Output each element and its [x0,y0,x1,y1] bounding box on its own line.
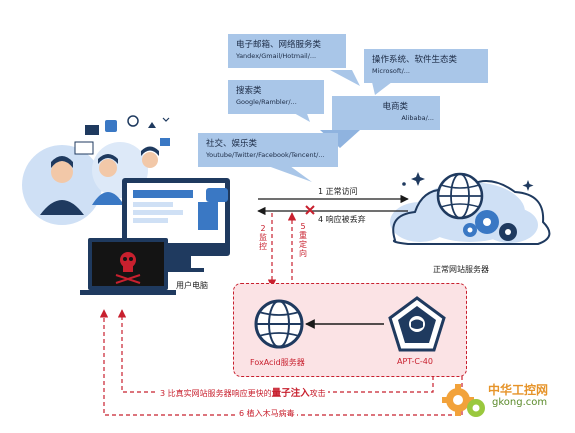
drop-cross [305,205,315,215]
bubble-ecommerce: 电商类 Alibaba/... [332,96,440,130]
bubble-os-title: 操作系统、软件生态类 [372,55,458,65]
label-step3: 3 比真实网站服务器响应更快的量子注入攻击 [158,385,328,399]
bubble-search-title: 搜索类 [236,86,262,96]
label-step4: 4 响应被丢弃 [318,215,366,224]
bubble-ecommerce-sub: Alibaba/... [401,114,434,122]
watermark-cn: 中华工控网 [488,383,549,397]
bubble-social-title: 社交、娱乐类 [206,139,258,149]
bubble-social: 社交、娱乐类 Youtube/Twitter/Facebook/Tencent/… [198,133,338,167]
bubble-social-sub: Youtube/Twitter/Facebook/Tencent/... [206,151,325,159]
bubble-search: 搜索类 Google/Rambler/... [228,80,324,114]
bubble-email-title: 电子邮箱、网络服务类 [236,40,322,50]
label-foxacid: FoxAcid服务器 [250,358,305,367]
label-normal-server: 正常网站服务器 [433,265,489,274]
label-step5: 5 重定向 [299,222,307,258]
bubble-ecommerce-title: 电商类 [382,102,408,112]
label-step6: 6 植入木马病毒 [237,408,297,419]
gear-icon [442,384,485,417]
label-step3-pre: 3 比真实网站服务器响应更快的 [160,389,272,398]
bubble-os-software: 操作系统、软件生态类 Microsoft/... [364,49,488,83]
bubble-email-sub: Yandex/Gmail/Hotmail/... [236,52,317,60]
label-step3-post: 攻击 [309,389,326,398]
bubble-email-services: 电子邮箱、网络服务类 Yandex/Gmail/Hotmail/... [228,34,346,68]
watermark-logo [442,384,485,417]
bubble-tail-os [372,82,392,95]
label-step1: 1 正常访问 [318,187,358,196]
label-apt: APT-C-40 [397,357,433,366]
bubble-search-sub: Google/Rambler/... [236,98,297,106]
label-step2: 2 监控 [259,224,267,251]
user-illustration [22,115,170,225]
bubble-tail-social [268,166,312,182]
watermark-url: gkong.com [492,397,548,408]
bubble-os-sub: Microsoft/... [372,67,410,75]
bubble-tail-email [330,70,360,86]
label-user-pc: 用户电脑 [176,281,208,290]
infected-laptop [80,238,176,295]
desktop-monitor [122,178,230,272]
cloud-server [390,172,551,245]
label-step3-emphasis: 量子注入 [271,388,310,399]
